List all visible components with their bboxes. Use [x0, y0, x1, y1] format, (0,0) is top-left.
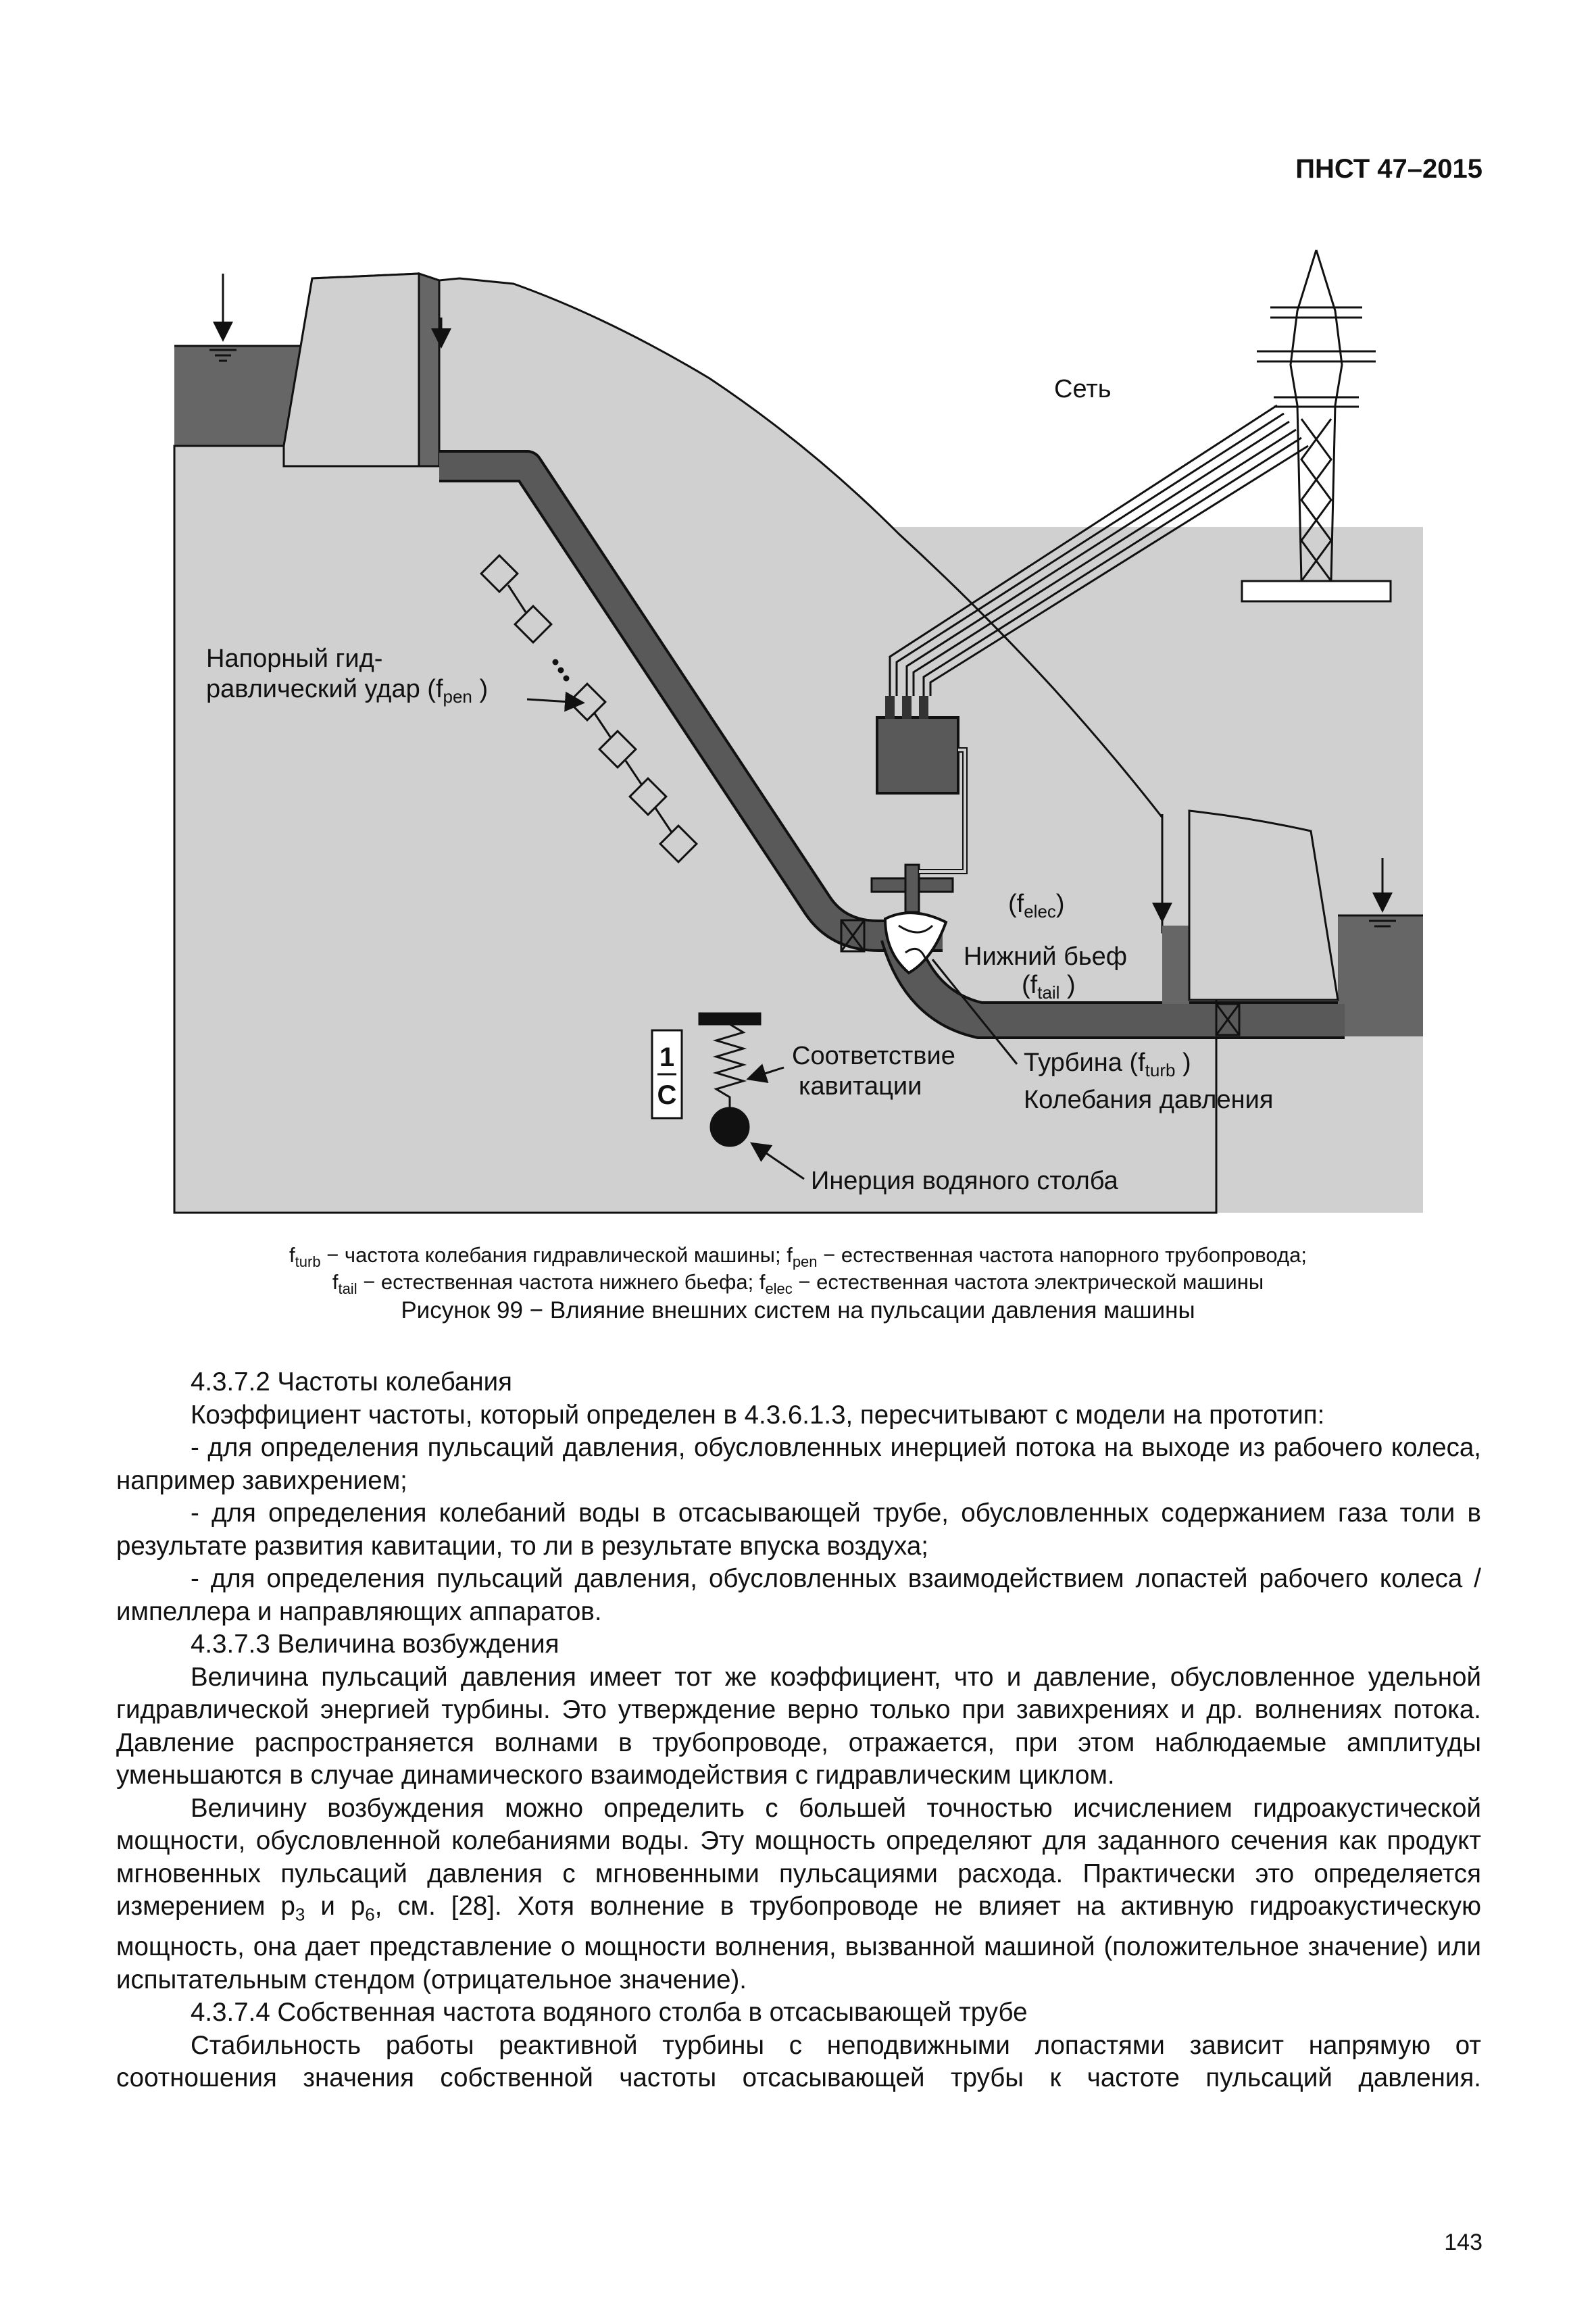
body-text: 4.3.7.2 Частоты колебания Коэффициент ча…	[116, 1366, 1481, 2095]
section-heading-4374: 4.3.7.4 Собственная частота водяного сто…	[191, 1998, 1028, 2028]
figure-legend-line-1: fturb − частота колебания гидравлической…	[289, 1243, 1307, 1271]
headwater-reservoir	[174, 346, 312, 446]
water-level-markers	[209, 274, 1396, 928]
cavitation-label-line2: кавитации	[799, 1072, 922, 1101]
paragraph: Коэффициент частоты, который определен в…	[191, 1400, 1325, 1430]
section-heading-4373: 4.3.7.3 Величина возбуждения	[191, 1630, 559, 1659]
turbine-frequency-label: Турбина (fturb )	[1024, 1049, 1191, 1080]
tailwater	[1162, 926, 1189, 1004]
power-lines	[889, 404, 1309, 696]
paragraph: Стабильность работы реактивной турбины с…	[116, 2030, 1481, 2093]
page-number: 143	[1444, 2230, 1482, 2255]
list-item: - для определения пульсаций давления, об…	[116, 1564, 1481, 1626]
fraction-denominator: C	[657, 1080, 677, 1110]
cavitation-spring-mass	[698, 1012, 762, 1147]
pressure-fluctuation-label: Колебания давления	[1024, 1086, 1273, 1114]
left-intake-block	[282, 272, 420, 468]
paragraph: Величину возбуждения можно определить с …	[116, 1793, 1482, 1994]
penstock-gate	[840, 919, 866, 953]
list-item: - для определения пульсаций давления, об…	[116, 1433, 1481, 1495]
paragraph: Величина пульсаций давления имеет тот же…	[116, 1662, 1481, 1790]
hydropower-system-figure: 1 C Сеть Напорный гид- равлический удар …	[173, 249, 1423, 1214]
penstock-label-line2: равлический удар (fpen )	[206, 675, 488, 707]
grid-label: Сеть	[1054, 375, 1112, 403]
elec-frequency-label: (felec)	[1008, 890, 1065, 922]
figure-caption: Рисунок 99 − Влияние внешних систем на п…	[401, 1297, 1195, 1324]
figure-legend-line-2: ftail − естественная частота нижнего бье…	[332, 1270, 1264, 1298]
transmission-tower	[1241, 249, 1392, 603]
water-column-inertia-label: Инерция водяного столба	[811, 1167, 1119, 1195]
intake-shaft	[418, 272, 441, 468]
tailwater-label: Нижний бьеф	[964, 942, 1127, 971]
fraction-numerator: 1	[659, 1042, 674, 1072]
generator	[876, 696, 968, 874]
tail-frequency-label: (ftail )	[1022, 971, 1076, 1003]
tailwater-gate-structure	[1188, 809, 1339, 1001]
penstock-label-line1: Напорный гид-	[206, 645, 382, 673]
compliance-fraction-symbol: 1 C	[651, 1029, 683, 1120]
list-item: - для определения колебаний воды в отсас…	[116, 1499, 1481, 1561]
draft-tube-gate	[1215, 1003, 1241, 1036]
section-heading-4372: 4.3.7.2 Частоты колебания	[191, 1367, 513, 1397]
document-number: ПНСТ 47–2015	[1295, 154, 1482, 184]
cavitation-label-line1: Соответствие	[792, 1042, 955, 1070]
turbine	[870, 863, 954, 975]
